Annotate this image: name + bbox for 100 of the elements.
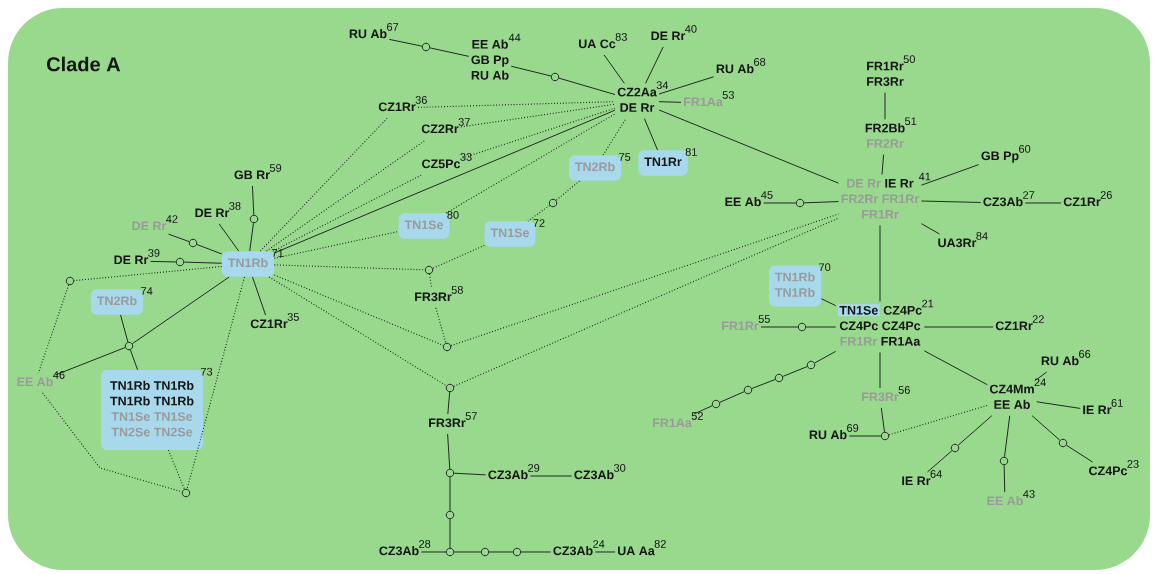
network-link: [150, 260, 177, 263]
haplotype-label: CZ2Aa DE Rr: [617, 87, 657, 112]
haplotype-label: DE Rr: [132, 221, 167, 231]
network-link: [751, 379, 776, 389]
haplotype-number: 35: [287, 313, 299, 321]
network-link: [848, 435, 882, 437]
network-link: [266, 139, 427, 252]
network-link: [453, 472, 487, 476]
network-link: [1024, 202, 1062, 204]
network-link: [453, 551, 482, 553]
network-link: [445, 113, 616, 214]
haplotype-label: RU Ab: [716, 64, 754, 74]
haplotype-box: TN1Se: [484, 221, 536, 247]
haplotype-number: 42: [166, 215, 178, 223]
network-link: [1066, 444, 1094, 463]
haplotype-label: EE Ab: [725, 197, 761, 207]
haplotype-number: 34: [656, 81, 669, 90]
network-link: [879, 352, 881, 389]
haplotype-number: 66: [1079, 350, 1091, 358]
network-link: [132, 276, 230, 345]
haplotype-number: 36: [415, 96, 427, 104]
network-link: [129, 349, 138, 371]
network-link: [805, 326, 837, 328]
haplotype-label: CZ4Mm EE Ab: [989, 384, 1034, 409]
network-link: [55, 347, 126, 376]
network-link: [555, 180, 580, 201]
network-link: [73, 265, 223, 282]
network-link: [923, 350, 988, 386]
haplotype-number: 29: [528, 464, 540, 472]
network-link: [782, 366, 808, 377]
network-link: [803, 201, 839, 204]
haplotype-label: DE Rr: [114, 255, 149, 265]
network-link: [460, 103, 616, 128]
network-link: [249, 222, 254, 252]
network-link: [186, 276, 246, 490]
haplotype-number: 26: [1100, 191, 1112, 199]
network-link: [447, 391, 451, 415]
network-link: [1035, 371, 1048, 381]
haplotype-label: UA Cc: [579, 39, 616, 49]
haplotype-number: 67: [387, 23, 399, 31]
haplotype-label: GB Pp: [981, 151, 1019, 163]
haplotype-number: 72: [533, 219, 545, 227]
haplotype-label: GB Rr: [234, 170, 270, 180]
haplotype-label: CZ1Rr: [378, 102, 416, 112]
haplotype-number: 60: [1019, 145, 1031, 153]
network-link: [558, 77, 616, 95]
network-link: [880, 407, 885, 433]
haplotype-number: 33: [460, 153, 472, 161]
network-link: [120, 314, 129, 343]
network-link: [594, 551, 616, 553]
network-link: [602, 118, 627, 156]
network-link: [429, 47, 470, 57]
network-link: [268, 276, 447, 387]
haplotype-number: 71: [272, 249, 284, 257]
network-link: [42, 392, 183, 493]
network-link: [417, 101, 616, 108]
haplotype-number: 43: [1023, 490, 1035, 498]
haplotype-number: 38: [229, 202, 241, 210]
network-link: [449, 518, 451, 549]
panel-title: Clade A: [47, 56, 121, 72]
haplotype-number: 22: [1032, 315, 1044, 323]
haplotype-number: 24: [1034, 378, 1046, 387]
haplotype-number: 82: [654, 540, 666, 548]
network-link: [273, 109, 616, 254]
haplotype-label: CZ5Pc: [422, 159, 461, 169]
haplotype-label: CZ1Rr: [1063, 197, 1101, 207]
haplotype-number: 27: [1023, 191, 1035, 199]
network-link: [529, 475, 573, 477]
haplotype-number: 39: [148, 249, 160, 257]
network-link: [520, 551, 552, 553]
haplotype-label: EE Ab GB Pp RU Ab: [471, 39, 509, 80]
network-link: [252, 276, 267, 316]
haplotype-number: 23: [1127, 460, 1139, 468]
haplotype-number: 81: [685, 148, 697, 156]
network-link: [921, 200, 982, 203]
haplotype-label: CZ2Rr: [421, 124, 459, 134]
network-link: [763, 202, 797, 204]
network-link: [453, 217, 840, 387]
network-link: [450, 213, 840, 347]
haplotype-label: CZ3Ab: [488, 470, 528, 480]
haplotype-number: 41: [918, 172, 931, 181]
network-link: [820, 298, 837, 307]
network-link: [183, 261, 223, 264]
network-link: [888, 404, 988, 436]
haplotype-label: CZ1Rr: [995, 321, 1033, 331]
network-link: [167, 449, 185, 490]
network-link: [462, 107, 616, 159]
haplotype-number: 74: [141, 287, 153, 295]
haplotype-number: 59: [269, 164, 282, 172]
network-link: [168, 233, 190, 242]
network-link: [658, 101, 682, 103]
haplotype-number: 64: [930, 470, 942, 478]
network-link: [388, 38, 423, 47]
haplotype-label: DE Rr: [651, 31, 686, 41]
haplotype-number: 51: [905, 117, 917, 126]
network-link: [273, 264, 426, 271]
haplotype-number: 52: [691, 412, 703, 420]
network-link: [432, 244, 485, 269]
haplotype-number: 56: [898, 386, 910, 394]
haplotype-number: 69: [847, 424, 859, 432]
